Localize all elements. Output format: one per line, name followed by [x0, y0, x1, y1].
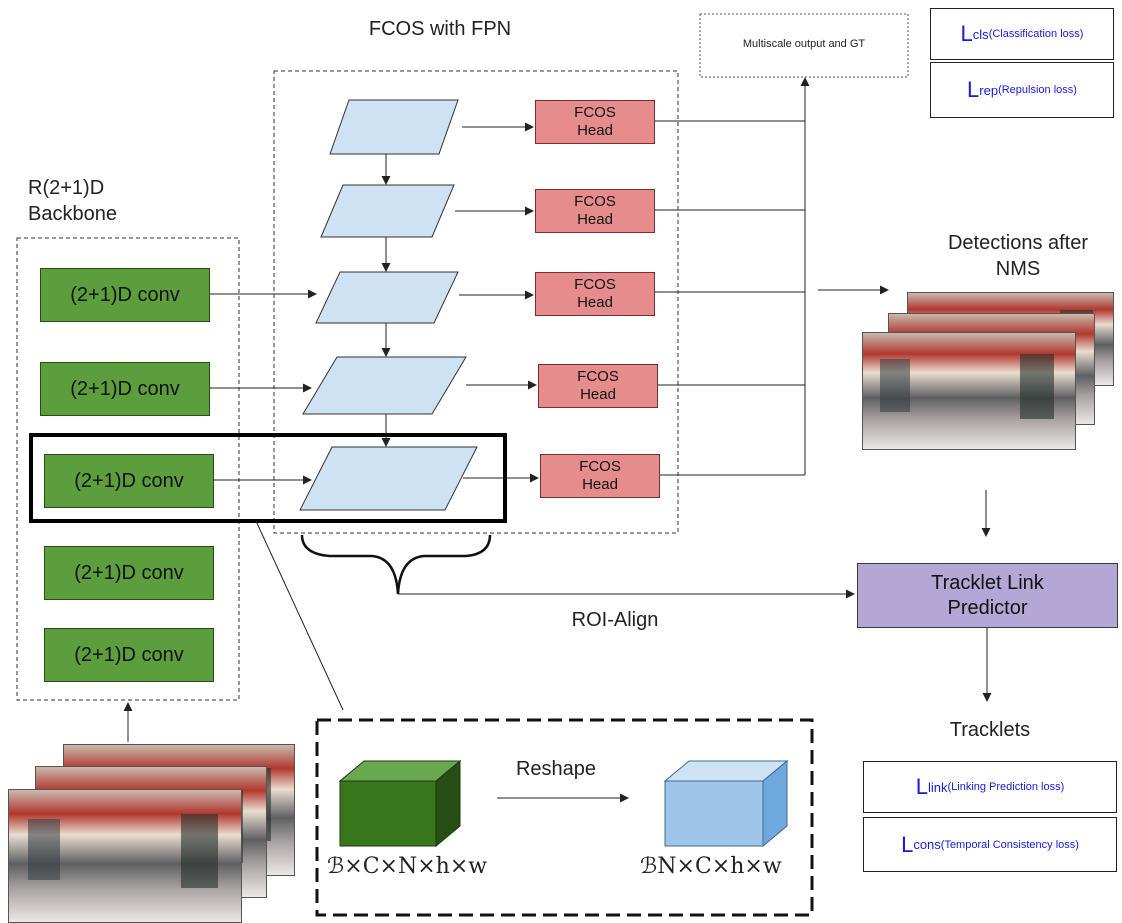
input-frame-1 — [8, 789, 242, 923]
fcos-head-3-line1: FCOS — [574, 276, 616, 293]
fpn-level-5 — [299, 446, 478, 511]
tensor-cube-before — [338, 759, 462, 848]
loss-cons-symbol: L — [901, 831, 914, 857]
tracklet-link-predictor: Tracklet Link Predictor — [857, 563, 1118, 628]
fcos-head-4-line1: FCOS — [577, 368, 619, 385]
reshape-container — [315, 718, 814, 917]
loss-rep-symbol: L — [967, 77, 980, 102]
backbone-conv-4: (2+1)D conv — [44, 546, 214, 600]
fcos-head-4-line2: Head — [580, 386, 616, 403]
loss-cls-symbol: L — [960, 21, 973, 46]
backbone-conv-2: (2+1)D conv — [40, 362, 210, 416]
detections-title-line2: NMS — [995, 258, 1041, 280]
fcos-head-5-line1: FCOS — [579, 458, 621, 475]
fpn-level-4 — [302, 356, 467, 415]
loss-cons-description: (Temporal Consistency loss) — [940, 838, 1079, 851]
multiscale-label: Multiscale output and GT — [742, 38, 866, 50]
backbone-conv-3: (2+1)D conv — [44, 454, 214, 508]
loss-link-symbol: L — [915, 774, 928, 799]
fcos-head-1-line1: FCOS — [574, 104, 616, 121]
backbone-title: R(2+1)D Backbone — [28, 175, 228, 227]
fcos-head-3-line2: Head — [577, 294, 613, 311]
fpn-level-1 — [329, 99, 459, 155]
loss-cls-subscript: cls — [972, 26, 989, 42]
tracklet-link-predictor-line1: Tracklet Link — [931, 571, 1044, 594]
tracklets-label: Tracklets — [949, 719, 1031, 741]
fcos-head-1-line2: Head — [577, 122, 613, 139]
reshape-label: Reshape — [515, 758, 597, 780]
tensor-cube-after — [663, 759, 789, 848]
fcos-head-2-line2: Head — [577, 211, 613, 228]
fpn-level-3 — [315, 271, 459, 324]
fcos-head-5: FCOS Head — [540, 454, 660, 498]
detections-title: Detections after NMS — [918, 230, 1118, 282]
tensor-shape-after: ℬN×C×h×w — [640, 854, 782, 879]
fcos-head-5-line2: Head — [582, 476, 618, 493]
backbone-title-line2: Backbone — [28, 203, 117, 225]
loss-cons-subscript: cons — [913, 837, 941, 852]
multiscale-box — [699, 13, 909, 78]
tensor-shape-before: ℬ×C×N×h×w — [327, 854, 488, 879]
fpn-level-2 — [320, 184, 455, 238]
detections-title-line1: Detections after — [947, 232, 1089, 254]
loss-link-subscript: link — [927, 779, 948, 795]
fcos-head-4: FCOS Head — [538, 364, 658, 408]
fcos-title: FCOS with FPN — [368, 18, 512, 40]
fcos-head-1: FCOS Head — [535, 100, 655, 144]
backbone-container — [16, 237, 240, 701]
backbone-conv-1: (2+1)D conv — [40, 268, 210, 322]
backbone-title-line1: R(2+1)D — [28, 177, 105, 199]
loss-rep-subscript: rep — [979, 82, 999, 98]
loss-link-description: (Linking Prediction loss) — [947, 781, 1065, 793]
backbone-conv-5: (2+1)D conv — [44, 628, 214, 682]
fcos-head-2: FCOS Head — [535, 189, 655, 233]
loss-rep-description: (Repulsion loss) — [998, 84, 1077, 96]
fcos-fpn-container — [273, 70, 679, 534]
loss-cls-description: (Classification loss) — [988, 28, 1084, 40]
tracklet-link-predictor-line2: Predictor — [947, 596, 1028, 619]
roi-align-label: ROI-Align — [571, 609, 659, 631]
roi-brace — [300, 534, 492, 595]
fcos-head-2-line1: FCOS — [574, 193, 616, 210]
fcos-head-3: FCOS Head — [535, 272, 655, 316]
detection-frame-1 — [862, 332, 1076, 450]
